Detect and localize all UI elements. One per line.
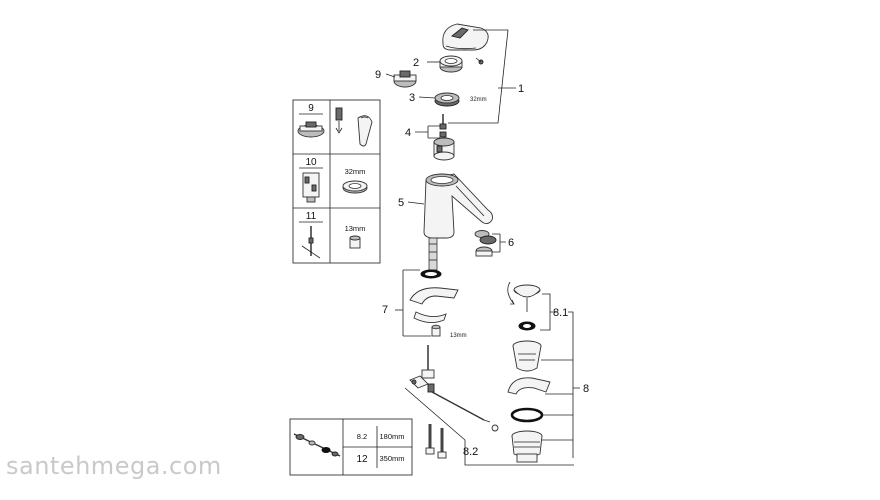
length-row-12-value: 350mm [379,454,404,463]
cover-ring-2 [439,55,463,73]
waste-seal-ring [510,407,544,423]
waste-body [512,340,542,372]
inset-row-11-number: 11 [306,211,317,222]
handle-cap-icon [297,121,325,138]
hot-cold-indicator-icon [335,107,373,147]
cartridge-nut-3 [434,92,460,107]
hex-nut-icon [349,235,361,249]
callout-8: 8 [583,383,589,395]
cartridge-nut-size: 32mm [470,97,487,103]
flexible-connection-hose [428,237,438,271]
cartridge [433,137,455,161]
leader-1 [448,29,509,124]
flex-hose-pair [425,424,447,459]
callout-8-2: 8.2 [463,446,478,458]
callout-8-1: 8.1 [553,307,568,319]
callout-9: 9 [375,69,381,81]
hose-length-table: 8.2 180mm 12 350mm [289,418,413,476]
inset-row-10-number: 10 [305,157,317,168]
waste-lower-body [511,430,543,463]
spare-parts-inset-table: 9 10 32mm 11 [292,99,381,264]
popup-waste-stopper [507,281,541,331]
callout-1: 1 [518,83,524,95]
pull-rod-assembly [409,345,499,432]
length-row-12-number: 12 [356,454,368,465]
threaded-rod-icon [301,226,321,259]
faucet-body [423,173,493,239]
callout-4: 4 [405,127,411,139]
aerator-parts-6 [474,230,497,257]
callout-5: 5 [398,197,404,209]
fixing-set-7 [409,269,459,337]
temperature-limiter-9 [393,70,417,88]
length-row-8-2-number: 8.2 [357,432,367,441]
cartridge-icon [302,172,320,203]
length-row-8-2-value: 180mm [379,432,404,441]
site-watermark: santehmega.com [6,452,222,480]
cartridge-nut-icon [342,180,368,194]
callout-6: 6 [508,237,514,249]
callout-7: 7 [382,304,388,316]
waste-gasket-wing [507,377,551,395]
lever-handle [442,23,489,51]
supply-hose-icon [293,433,341,457]
handle-screw [475,57,484,65]
callout-3: 3 [409,92,415,104]
inset-row-9-number: 9 [308,103,314,114]
stem-parts-4 [439,114,447,138]
inset-row-10-size: 32mm [345,167,366,176]
inset-row-11-size: 13mm [345,224,366,233]
wrench-nut-size: 13mm [450,333,467,339]
callout-2: 2 [413,57,419,69]
